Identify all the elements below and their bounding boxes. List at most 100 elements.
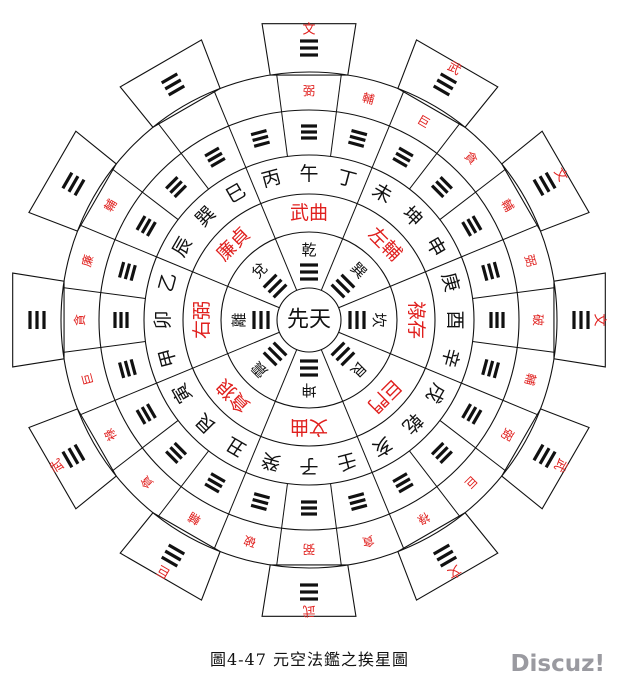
ring-circle (98, 109, 520, 531)
outer-tab (119, 512, 221, 601)
outer-star-label: 破 (242, 533, 257, 551)
outer-star-label: 祿 (102, 426, 120, 443)
sector-divider (330, 483, 342, 566)
tab-trigram-icon (300, 583, 318, 601)
trigram-icon (430, 441, 453, 464)
trigram-name: 兌 (248, 259, 271, 282)
trigram-icon (262, 341, 288, 367)
tab-trigram-icon (532, 443, 557, 469)
tab-trigram-icon (160, 72, 186, 97)
outer-star-label: 輔 (102, 197, 120, 214)
mountain-label: 乙 (155, 270, 181, 294)
trigram-icon (165, 441, 188, 464)
sector-divider (338, 256, 462, 309)
star-label: 文曲 (290, 416, 328, 438)
mountain-label: 申 (421, 233, 450, 260)
outer-star-label: 輔 (498, 197, 516, 214)
mountain-label: 寅 (168, 379, 197, 406)
trigram-icon (392, 146, 414, 168)
mountain-label: 甲 (155, 346, 181, 370)
trigram-icon (392, 472, 414, 494)
tab-trigram-icon (432, 543, 458, 568)
mountain-label: 丑 (222, 432, 249, 461)
trigram-icon (262, 273, 288, 299)
trigram-icon (117, 358, 137, 379)
trigram-icon (165, 176, 188, 199)
outer-star-label: 輔 (522, 372, 539, 387)
ring-circle (276, 287, 342, 353)
outer-star-label: 巨 (462, 473, 480, 491)
sector-divider (409, 122, 461, 190)
sector-divider (461, 224, 539, 258)
sector-divider (79, 382, 157, 416)
sector-divider (439, 420, 507, 472)
tab-trigram-icon (160, 543, 186, 568)
star-label: 右弼 (191, 301, 213, 339)
sector-divider (213, 472, 247, 550)
trigram-name: 艮 (347, 358, 370, 381)
outer-star-label: 輔 (186, 509, 203, 527)
sector-divider (439, 168, 507, 220)
star-label: 武曲 (290, 202, 328, 224)
sector-divider (276, 483, 288, 566)
trigram-icon (461, 403, 483, 425)
outer-star-label: 巨 (79, 372, 96, 387)
outer-star-label: 破 (531, 314, 546, 326)
trigram-icon (347, 492, 368, 512)
sector-divider (157, 450, 209, 518)
sector-divider (472, 287, 555, 299)
mountain-label: 巽 (191, 202, 220, 231)
sector-divider (276, 74, 288, 157)
trigram-icon (347, 128, 368, 148)
tab-trigram-icon (61, 443, 86, 469)
tab-star-label: 巨 (155, 561, 174, 580)
outer-tab (28, 408, 117, 510)
tab-star-label: 武 (48, 456, 67, 475)
sector-divider (245, 167, 298, 291)
sector-divider (157, 122, 209, 190)
outer-star-label: 貪 (137, 473, 156, 492)
star-label: 廉貞 (212, 223, 254, 265)
tab-trigram-icon (432, 72, 458, 97)
trigram-icon (204, 472, 226, 494)
mountain-label: 丁 (335, 166, 359, 192)
tab-star-label: 文 (592, 313, 607, 326)
mountain-label: 丙 (259, 166, 283, 192)
sector-divider (156, 256, 280, 309)
outer-star-label: 弼 (303, 542, 315, 556)
figure-caption: 圖4-47 元空法鑑之挨星圖 (209, 650, 410, 669)
mountain-label: 辛 (437, 346, 463, 370)
tab-trigram-icon (300, 39, 318, 57)
tab-star-label: 武 (445, 59, 464, 78)
outer-tab (397, 39, 499, 128)
tab-trigram-icon (532, 171, 557, 197)
trigram-name: 乾 (301, 241, 316, 259)
mountain-label: 子 (299, 455, 318, 477)
ring-circle (182, 193, 436, 447)
sector-divider (245, 349, 298, 473)
outer-star-label: 弼 (303, 84, 315, 98)
outer-tab (28, 130, 117, 232)
trigram-name: 巽 (347, 259, 370, 282)
trigram-name: 坎 (370, 312, 388, 327)
trigram-icon (348, 311, 366, 329)
sector-divider (63, 287, 146, 299)
ring-circle (60, 71, 558, 569)
mountain-label: 卯 (152, 310, 174, 329)
trigram-icon (250, 492, 271, 512)
center-label: 先天 (287, 308, 331, 333)
sector-divider (371, 90, 405, 168)
outer-star-label: 弼 (522, 253, 539, 268)
sector-divider (320, 349, 373, 473)
outer-star-label: 祿 (415, 509, 432, 527)
sector-divider (320, 167, 373, 291)
star-label: 左輔 (363, 223, 405, 265)
mountain-label: 未 (368, 179, 395, 208)
tab-star-label: 文 (302, 23, 315, 38)
mountain-label: 酉 (444, 310, 466, 329)
tab-trigram-icon (572, 311, 590, 329)
trigram-icon (204, 146, 226, 168)
star-label: 貪狼 (212, 374, 254, 416)
sector-divider (461, 382, 539, 416)
